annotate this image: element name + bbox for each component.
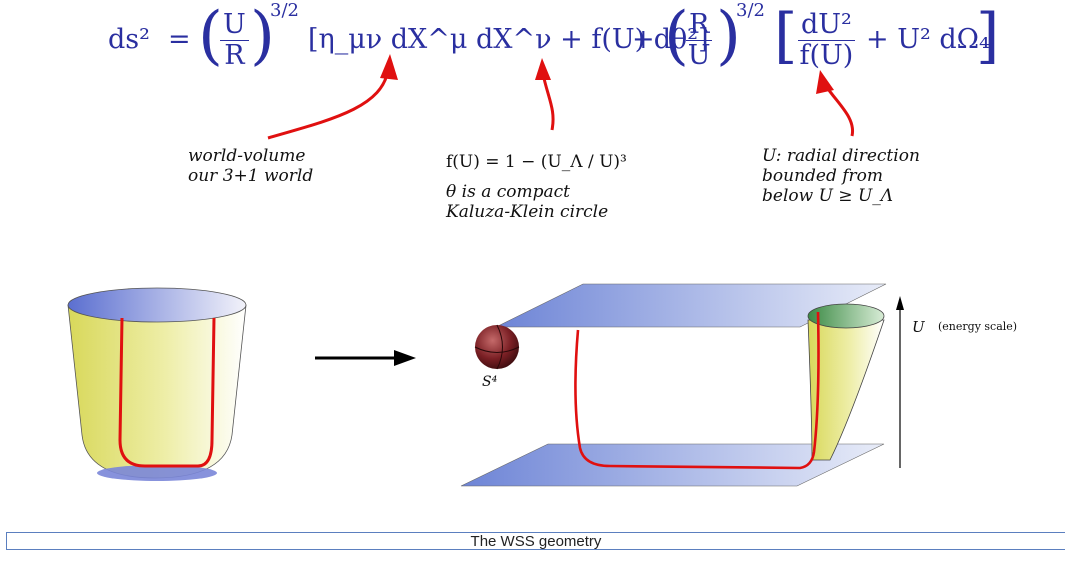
- energy-axis-arrowhead: [896, 296, 904, 310]
- paren-close-2: ): [716, 0, 741, 73]
- formula-tail: + U² dΩ₄: [866, 24, 990, 55]
- annotation-line: U: radial direction: [762, 146, 920, 166]
- annotation-world-volume: world-volume our 3+1 world: [188, 146, 313, 186]
- cup-shape: [67, 287, 247, 481]
- paren-close-1: ): [250, 0, 275, 73]
- fraction-du2-over-f: dU² f(U): [798, 10, 855, 71]
- formula-equals: =: [168, 24, 191, 55]
- cigar-tube: [807, 303, 885, 461]
- lower-plane: [460, 443, 885, 487]
- formula-bracket-world: [η_μν dX^μ dX^ν + f(U) dθ²]: [308, 24, 709, 55]
- s4-sphere: [474, 324, 520, 370]
- fraction-numerator: R: [686, 10, 713, 41]
- fraction-numerator: dU²: [798, 10, 855, 41]
- upper-plane: [495, 283, 887, 328]
- fraction-denominator: R: [224, 40, 245, 71]
- caption-text: The WSS geometry: [470, 533, 602, 550]
- formula-lhs: ds²: [108, 24, 150, 55]
- axis-symbol-u: U: [912, 318, 925, 336]
- red-string: [574, 311, 820, 470]
- paren-open-2: (: [664, 0, 689, 73]
- annotation-f-definition: f(U) = 1 − (U_Λ / U)³: [446, 152, 627, 172]
- axis-energy-note: (energy scale): [938, 320, 1018, 333]
- annotation-line: world-volume: [188, 146, 306, 166]
- bracket-close-2: ]: [976, 1, 1000, 71]
- paren-open-1: (: [198, 0, 223, 73]
- annotation-line: θ is a compact: [446, 182, 570, 202]
- bracket-open-2: [: [774, 1, 798, 71]
- annotation-radial: U: radial direction bounded from below U…: [762, 146, 920, 206]
- annotation-line: Kaluza-Klein circle: [446, 202, 609, 222]
- formula-plus: +: [632, 24, 655, 55]
- arrow-f-of-u: [541, 73, 555, 131]
- fraction-denominator: f(U): [799, 40, 854, 71]
- arrowhead-world-volume: [380, 54, 398, 80]
- arrow-world-volume: [267, 69, 390, 140]
- exponent-2: 3/2: [736, 0, 765, 21]
- caption-box: The WSS geometry: [6, 532, 1065, 550]
- arrowhead-f-of-u: [535, 58, 551, 80]
- fraction-u-over-r: U R: [220, 10, 249, 71]
- fraction-numerator: U: [220, 10, 249, 41]
- arrowhead-radial: [816, 70, 834, 94]
- metric-formula: ds² = ( U R ) 3/2 [η_μν dX^μ dX^ν + f(U)…: [108, 0, 1000, 86]
- fraction-denominator: U: [687, 40, 711, 71]
- annotation-line: bounded from: [762, 166, 884, 186]
- arrow-radial: [824, 85, 855, 137]
- exponent-1: 3/2: [270, 0, 299, 21]
- transition-arrowhead: [394, 350, 416, 366]
- annotation-line: our 3+1 world: [188, 166, 314, 186]
- fraction-r-over-u: R U: [686, 10, 713, 71]
- annotation-line: below U ≥ U_Λ: [762, 186, 894, 206]
- s4-label: S⁴: [482, 374, 498, 390]
- annotation-theta: θ is a compact Kaluza-Klein circle: [446, 182, 608, 222]
